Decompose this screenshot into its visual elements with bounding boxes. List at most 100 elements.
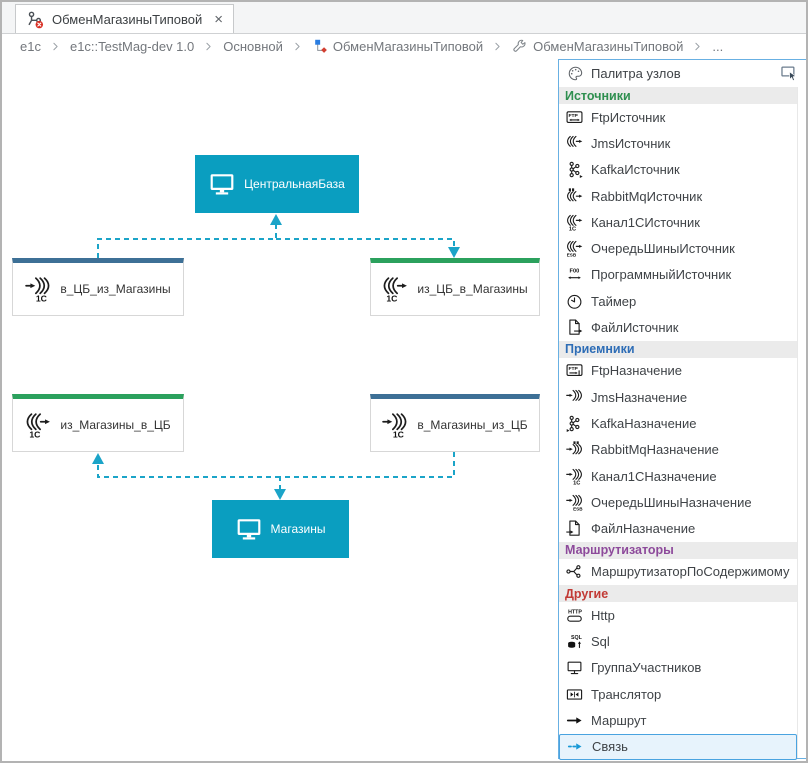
palette-item-label: Http: [591, 607, 615, 623]
ftp-source-icon: FTP: [566, 109, 583, 126]
http-icon: HTTP: [566, 607, 583, 624]
diagram-node-magaziny[interactable]: Магазины: [212, 500, 349, 558]
open-in-window-icon[interactable]: [780, 64, 799, 83]
sql-icon: SQL: [566, 633, 583, 650]
breadcrumb-item-4[interactable]: ОбменМагазиныТиповой: [512, 38, 683, 55]
svg-text:ESB: ESB: [567, 253, 577, 257]
monitor-icon: [209, 171, 235, 197]
palette-item-label: ОчередьШиныНазначение: [591, 494, 752, 510]
breadcrumb-label: ОбменМагазиныТиповой: [332, 39, 484, 54]
svg-text:ESB: ESB: [573, 506, 583, 510]
tab-label: ОбменМагазиныТиповой: [52, 11, 203, 27]
rabbitmq-dest-icon: [566, 441, 583, 458]
palette-item-content-router[interactable]: МаршрутизаторПоСодержимому: [559, 559, 797, 585]
program-source-icon: F00: [566, 266, 583, 283]
diagram-node-central-base[interactable]: ЦентральнаяБаза: [195, 155, 359, 213]
palette-item-kafka-dest[interactable]: KafkaНазначение: [559, 410, 797, 436]
breadcrumb-item-5[interactable]: ...: [712, 39, 723, 54]
kafka-dest-icon: [566, 415, 583, 432]
node-label: Магазины: [270, 522, 326, 536]
breadcrumb-label: ...: [712, 39, 724, 54]
palette-item-file-source[interactable]: ФайлИсточник: [559, 314, 797, 340]
palette-item-rabbitmq-source[interactable]: RabbitMqИсточник: [559, 183, 797, 209]
palette-item-kafka-source[interactable]: KafkaИсточник: [559, 157, 797, 183]
channel-1c-dest-icon: 1С: [566, 468, 583, 485]
svg-text:HTTP: HTTP: [568, 609, 582, 615]
palette-item-label: ОчередьШиныИсточник: [591, 241, 735, 257]
breadcrumb: e1c e1c::TestMag-dev 1.0 Основной ОбменМаг…: [2, 34, 806, 59]
palette-item-label: Sql: [591, 633, 610, 649]
palette-section-header: Источники: [559, 87, 797, 104]
svg-text:1С: 1С: [569, 226, 576, 230]
palette-item-sql[interactable]: SQL Sql: [559, 628, 797, 654]
palette-item-label: KafkaИсточник: [591, 162, 680, 178]
palette-item-esb-queue-source[interactable]: ESB ОчередьШиныИсточник: [559, 235, 797, 261]
palette-item-label: RabbitMqНазначение: [591, 442, 719, 458]
node-label: ЦентральнаяБаза: [244, 177, 345, 191]
breadcrumb-item-3[interactable]: ОбменМагазиныТиповой: [312, 38, 483, 55]
kafka-source-icon: [566, 161, 583, 179]
palette-item-jms-source[interactable]: JmsИсточник: [559, 130, 797, 156]
palette-item-channel-1c-dest[interactable]: 1С Канал1СНазначение: [559, 463, 797, 489]
route-icon: [566, 712, 583, 729]
palette-item-translator[interactable]: Транслятор: [559, 681, 797, 707]
palette-item-rabbitmq-dest[interactable]: RabbitMqНазначение: [559, 437, 797, 463]
palette-item-timer[interactable]: Таймер: [559, 288, 797, 314]
palette-section-header: Приемники: [559, 340, 797, 358]
content-router-icon: [566, 563, 583, 580]
svg-text:F00: F00: [570, 269, 580, 275]
palette-item-label: Связь: [592, 739, 628, 755]
wrench-icon: [512, 38, 529, 55]
chevron-right-icon: [291, 40, 304, 53]
diagram-node-iz-cb-v-magaziny[interactable]: 1С из_ЦБ_в_Магазины: [370, 258, 540, 316]
tab-bar: ОбменМагазиныТиповой ×: [2, 2, 806, 34]
svg-text:1С: 1С: [30, 429, 42, 438]
breadcrumb-label: e1c::TestMag-dev 1.0: [69, 39, 195, 54]
breadcrumb-item-1[interactable]: e1c::TestMag-dev 1.0: [70, 39, 194, 54]
palette-item-label: RabbitMqИсточник: [591, 188, 703, 204]
palette-item-label: FtpНазначение: [591, 363, 683, 379]
node-label: в_Магазины_из_ЦБ: [417, 418, 528, 432]
jms-source-icon: [566, 135, 583, 152]
timer-icon: [566, 293, 583, 310]
channel-1c-source-icon: 1С: [382, 276, 408, 302]
svg-text:1С: 1С: [573, 480, 580, 484]
breadcrumb-item-2[interactable]: Основной: [223, 39, 283, 54]
palette-item-label: JmsНазначение: [591, 389, 688, 405]
flow-icon: [312, 38, 329, 55]
scrollbar-gutter[interactable]: [797, 87, 806, 758]
palette-item-route[interactable]: Маршрут: [559, 707, 797, 733]
breadcrumb-label: ОбменМагазиныТиповой: [533, 39, 684, 54]
palette-item-ftp-dest[interactable]: FTP FtpНазначение: [559, 358, 797, 384]
chevron-right-icon: [491, 40, 504, 53]
palette-item-label: Канал1СНазначение: [591, 468, 717, 484]
breadcrumb-item-0[interactable]: e1c: [20, 39, 41, 54]
palette-item-participants-group[interactable]: ГруппаУчастников: [559, 655, 797, 681]
chevron-right-icon: [202, 40, 215, 53]
palette-item-http[interactable]: HTTP Http: [559, 602, 797, 628]
palette-section-header: Другие: [559, 585, 797, 603]
palette-title: Палитра узлов: [591, 66, 681, 81]
palette-item-label: Маршрут: [591, 712, 647, 728]
breadcrumb-label: e1c: [20, 39, 41, 54]
breadcrumb-label: Основной: [223, 39, 283, 54]
participants-group-icon: [566, 659, 583, 676]
tab-close-icon[interactable]: ×: [214, 10, 224, 28]
node-label: из_ЦБ_в_Магазины: [417, 282, 528, 296]
file-source-icon: [566, 319, 583, 336]
palette-item-esb-queue-dest[interactable]: ESB ОчередьШиныНазначение: [559, 489, 797, 515]
tab-obmen-magaziny-tipovoy[interactable]: ОбменМагазиныТиповой ×: [15, 4, 235, 33]
palette-item-file-dest[interactable]: ФайлНазначение: [559, 515, 797, 541]
palette-item-jms-dest[interactable]: JmsНазначение: [559, 384, 797, 410]
palette-item-link[interactable]: Связь: [559, 733, 797, 760]
svg-text:FTP: FTP: [568, 366, 578, 372]
